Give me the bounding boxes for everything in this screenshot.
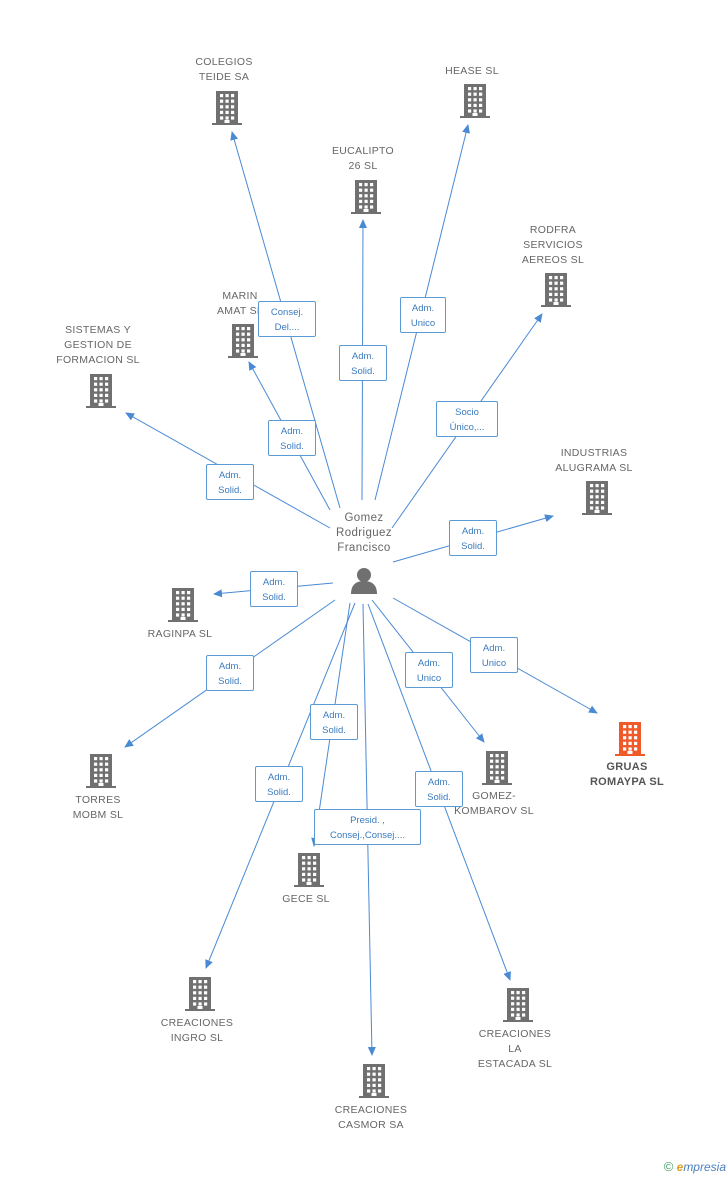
center-person-name[interactable]: Gomez Rodriguez Francisco xyxy=(335,512,393,554)
company-label-ingro[interactable]: CREACIONES INGRO SL xyxy=(160,1017,234,1044)
brand-footer: © empresia xyxy=(664,1159,726,1174)
building-icon[interactable] xyxy=(541,273,571,312)
company-label-gomez[interactable]: GOMEZ- KOMBAROV SL xyxy=(454,790,534,817)
role-label-gece: Adm. Solid. xyxy=(310,704,358,740)
company-label-gece[interactable]: GECE SL xyxy=(282,893,330,905)
company-label-eucalipto[interactable]: EUCALIPTO 26 SL xyxy=(331,145,395,172)
company-label-casmor[interactable]: CREACIONES CASMOR SA xyxy=(334,1104,408,1131)
role-label-sistemas: Adm. Solid. xyxy=(206,464,254,500)
building-icon[interactable] xyxy=(86,374,116,413)
role-label-casmor: Presid. , Consej.,Consej.... xyxy=(314,809,421,845)
building-icon[interactable] xyxy=(460,84,490,123)
role-label-gomez: Adm. Unico xyxy=(405,652,453,688)
building-icon[interactable] xyxy=(582,481,612,520)
building-icon[interactable] xyxy=(615,722,645,761)
company-label-gruas[interactable]: GRUAS ROMAYPA SL xyxy=(589,761,665,788)
copyright-icon: © xyxy=(663,1159,674,1174)
company-label-colegios[interactable]: COLEGIOS TEIDE SA xyxy=(195,56,253,83)
building-icon[interactable] xyxy=(351,180,381,219)
building-icon[interactable] xyxy=(228,324,258,363)
company-label-raginpa[interactable]: RAGINPA SL xyxy=(147,628,213,640)
role-label-colegios: Consej. Del.... xyxy=(258,301,316,337)
building-icon[interactable] xyxy=(86,754,116,793)
building-icon[interactable] xyxy=(185,977,215,1016)
role-label-torres: Adm. Solid. xyxy=(206,655,254,691)
building-icon[interactable] xyxy=(212,91,242,130)
company-label-rodfra[interactable]: RODFRA SERVICIOS AEREOS SL xyxy=(521,224,585,266)
company-label-hease[interactable]: HEASE SL xyxy=(445,65,499,77)
company-label-sistemas[interactable]: SISTEMAS Y GESTION DE FORMACION SL xyxy=(56,324,140,366)
role-label-industrias: Adm. Solid. xyxy=(449,520,497,556)
role-label-estacada: Adm. Solid. xyxy=(415,771,463,807)
building-icon[interactable] xyxy=(294,853,324,892)
role-label-gruas: Adm. Unico xyxy=(470,637,518,673)
building-icon[interactable] xyxy=(503,988,533,1027)
company-label-torres[interactable]: TORRES MOBM SL xyxy=(72,794,124,821)
role-label-marin: Adm. Solid. xyxy=(268,420,316,456)
company-label-estacada[interactable]: CREACIONES LA ESTACADA SL xyxy=(477,1028,553,1070)
role-label-raginpa: Adm. Solid. xyxy=(250,571,298,607)
person-icon xyxy=(351,568,377,594)
building-icon[interactable] xyxy=(359,1064,389,1103)
company-label-industrias[interactable]: INDUSTRIAS ALUGRAMA SL xyxy=(555,447,633,474)
role-label-rodfra: Socio Único,... xyxy=(436,401,498,437)
role-label-eucalipto: Adm. Solid. xyxy=(339,345,387,381)
brand-logo: empresia xyxy=(676,1160,726,1174)
building-icon[interactable] xyxy=(482,751,512,790)
building-icon[interactable] xyxy=(168,588,198,627)
role-label-hease: Adm. Unico xyxy=(400,297,446,333)
company-label-marin[interactable]: MARIN AMAT SL xyxy=(216,290,264,317)
role-label-ingro: Adm. Solid. xyxy=(255,766,303,802)
